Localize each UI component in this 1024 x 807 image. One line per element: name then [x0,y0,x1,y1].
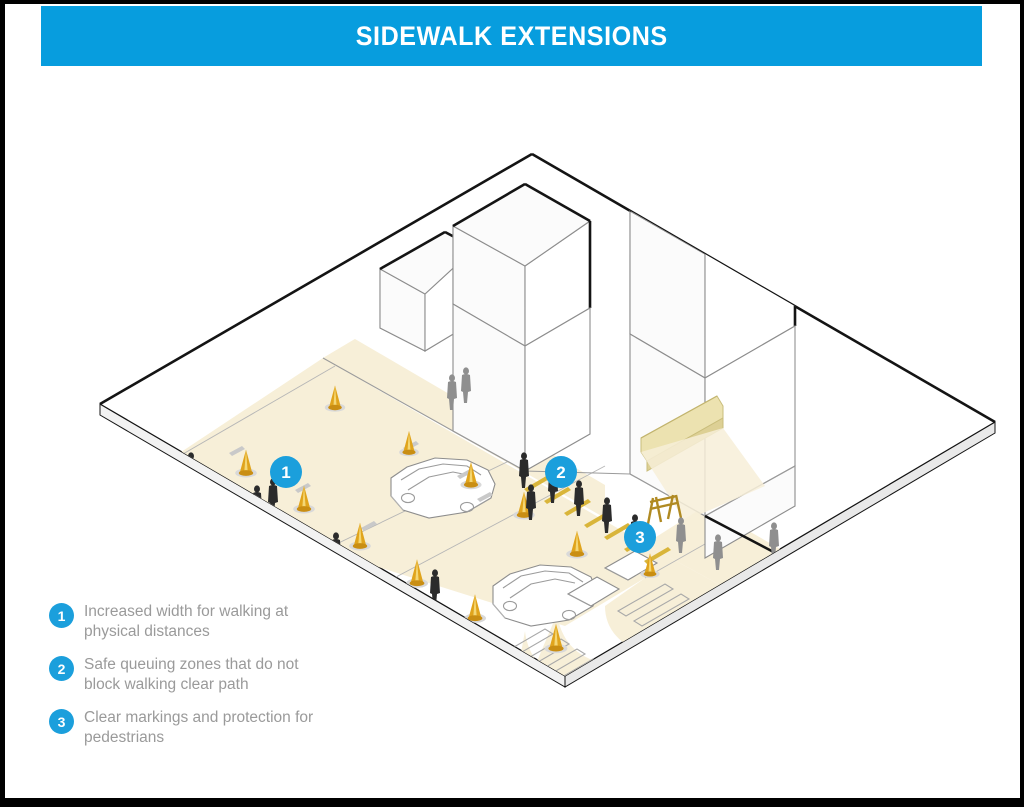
header-bar: SIDEWALK EXTENSIONS [41,6,982,66]
page-title: SIDEWALK EXTENSIONS [355,20,668,51]
legend-text-1: Increased width for walking at physical … [84,603,289,640]
marker-3: 3 [624,521,656,553]
marker-1: 1 [270,456,302,488]
legend-item-1: 1 Increased width for walking at physica… [49,602,369,641]
legend-text-2: Safe queuing zones that do not block wal… [84,656,299,693]
svg-text:1: 1 [281,463,290,482]
legend-badge-1: 1 [49,603,74,628]
legend-badge-3: 3 [49,709,74,734]
legend-item-3: 3 Clear markings and protection for pede… [49,708,369,747]
barricade [646,494,683,525]
legend-badge-2: 2 [49,656,74,681]
marker-2: 2 [545,456,577,488]
legend-text-3: Clear markings and protection for pedest… [84,709,314,746]
svg-text:2: 2 [556,463,565,482]
curb-ramps [566,550,659,607]
building-mid-lower-wall [452,303,591,472]
svg-text:3: 3 [635,528,644,547]
building-mid-block [451,182,592,347]
street-diagram-illustration: .gline{fill:none;stroke:#9b9b9b;stroke-w… [5,66,1020,802]
legend: 1 Increased width for walking at physica… [49,602,369,761]
legend-item-2: 2 Safe queuing zones that do not block w… [49,655,369,694]
car-lower [492,564,598,627]
